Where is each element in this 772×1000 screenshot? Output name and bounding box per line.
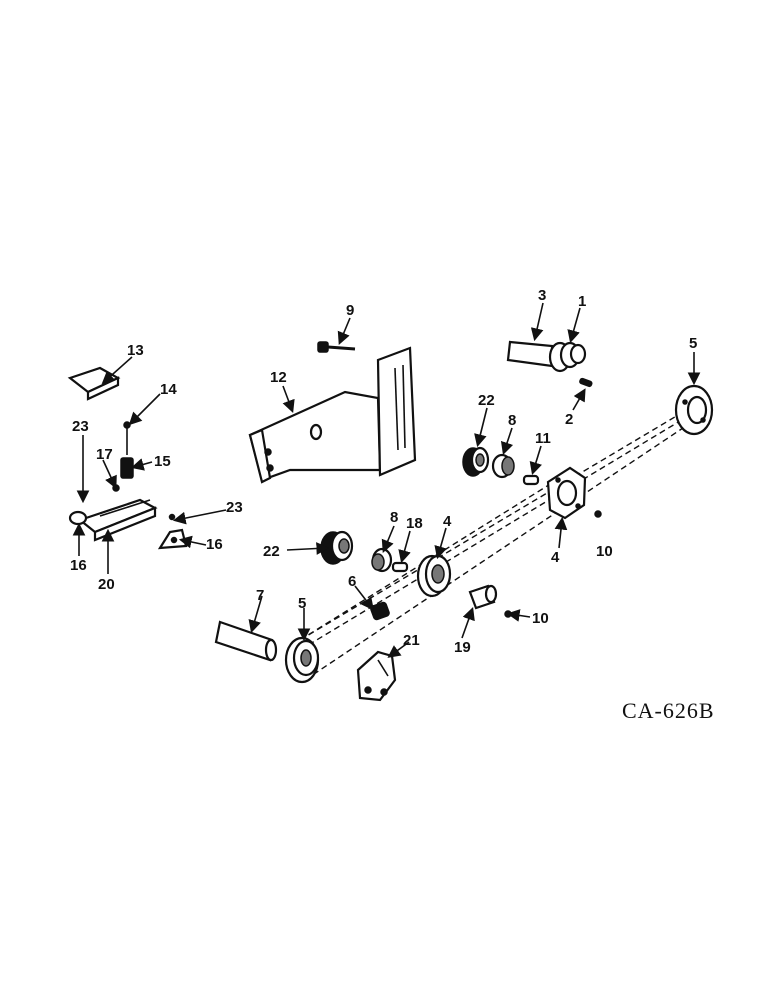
callout-8-upper: 8 bbox=[508, 412, 516, 429]
part-18-pin bbox=[391, 561, 409, 573]
part-22-bearing-upper bbox=[462, 446, 490, 477]
callout-2: 2 bbox=[565, 411, 573, 428]
part-12-bracket bbox=[248, 346, 417, 484]
part-17-pin bbox=[112, 484, 120, 492]
callout-5-lower: 5 bbox=[298, 595, 306, 612]
diagram-code: CA-626B bbox=[622, 698, 715, 723]
callout-7: 7 bbox=[256, 587, 264, 604]
part-9-bolt bbox=[317, 341, 356, 353]
part-8-bushing-lower bbox=[371, 547, 393, 573]
callout-10-lower: 10 bbox=[532, 610, 549, 627]
callout-labels: 3 1 2 5 22 8 11 4 10 9 12 13 14 23 17 15… bbox=[70, 287, 697, 656]
callout-1: 1 bbox=[578, 293, 586, 310]
callout-5-top: 5 bbox=[689, 335, 697, 352]
callout-22-lower: 22 bbox=[263, 543, 280, 560]
part-4-flange-upper bbox=[546, 466, 587, 520]
callout-9: 9 bbox=[346, 302, 354, 319]
part-4-sheave-lower bbox=[416, 554, 452, 598]
callout-21: 21 bbox=[403, 632, 420, 649]
part-5-flange-lower bbox=[284, 636, 320, 684]
part-22-bearing-lower bbox=[320, 530, 354, 565]
part-7-shaft bbox=[214, 620, 278, 662]
callout-15: 15 bbox=[154, 453, 171, 470]
leader-arrows bbox=[72, 302, 701, 658]
callout-23-left: 23 bbox=[72, 418, 89, 435]
callout-3: 3 bbox=[538, 287, 546, 304]
part-13-plate bbox=[67, 366, 121, 401]
callout-20: 20 bbox=[98, 576, 115, 593]
part-16-bracket-right bbox=[157, 528, 188, 550]
part-1-collar bbox=[548, 341, 587, 373]
callout-18: 18 bbox=[406, 515, 423, 532]
callout-17: 17 bbox=[96, 446, 113, 463]
part-20-latch bbox=[77, 498, 158, 542]
callout-14: 14 bbox=[160, 381, 177, 398]
callout-16-right: 16 bbox=[206, 536, 223, 553]
part-14-pin bbox=[123, 421, 131, 455]
part-10-screw-upper bbox=[594, 510, 602, 518]
part-3-shaft bbox=[506, 340, 554, 368]
part-21-clutch bbox=[356, 650, 397, 702]
part-11-pin bbox=[522, 474, 540, 486]
callout-12: 12 bbox=[270, 369, 287, 386]
callout-16-left: 16 bbox=[70, 557, 87, 574]
part-6-spring bbox=[370, 601, 390, 621]
callout-6: 6 bbox=[348, 573, 356, 590]
callout-19: 19 bbox=[454, 639, 471, 656]
part-16-bracket-left bbox=[68, 510, 88, 526]
part-5-flange-top bbox=[674, 384, 714, 436]
callout-13: 13 bbox=[127, 342, 144, 359]
callout-8-lower: 8 bbox=[390, 509, 398, 526]
callout-23-right: 23 bbox=[226, 499, 243, 516]
callout-22-upper: 22 bbox=[478, 392, 495, 409]
part-8-bushing-upper bbox=[491, 453, 515, 479]
part-23-pin bbox=[168, 513, 176, 521]
part-15-spring bbox=[120, 457, 134, 479]
callout-4-lower: 4 bbox=[443, 513, 452, 530]
callout-4-upper: 4 bbox=[551, 549, 560, 566]
part-2-pin bbox=[579, 377, 593, 388]
part-19-sleeve bbox=[468, 584, 498, 610]
callout-11: 11 bbox=[535, 430, 551, 447]
callout-10-upper: 10 bbox=[596, 543, 613, 560]
